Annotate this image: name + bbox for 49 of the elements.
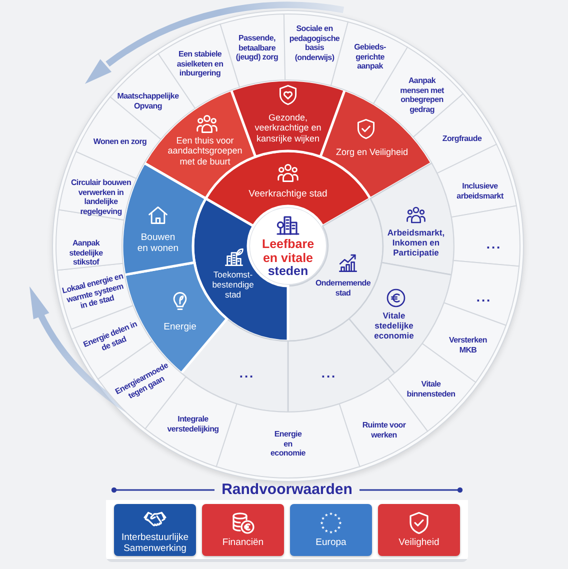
condition-tile: [378, 504, 460, 556]
segment-label: Vitale binnensteden: [406, 379, 456, 399]
segment-label: Een thuis voor aandachtsgroepen met de buurt: [167, 135, 243, 167]
tile-label: Veiligheid: [398, 538, 440, 549]
tile-label: Financiën: [222, 538, 264, 549]
condition-tile: [290, 504, 372, 556]
segment-label: Versterken MKB: [448, 335, 488, 355]
segment-label: Een stabiele asielketen en inburgering: [176, 50, 224, 78]
hub-title: Leefbare en vitale: [262, 238, 314, 266]
condition-tile: [114, 504, 196, 556]
segment-label: Toekomst- bestendige stad: [212, 270, 254, 300]
more-label: ...: [476, 290, 492, 304]
segment-label: Lokaal energie en warmte systeem in de stad: [60, 271, 126, 313]
segment-label: Ondernemende stad: [315, 278, 371, 298]
segment-label: Zorg en Veiligheid: [336, 146, 408, 158]
segment-label: Veerkrachtige stad: [248, 190, 328, 200]
segment-label: Inclusieve arbeidsmarkt: [456, 181, 504, 201]
wheel-segment: [442, 258, 521, 327]
segment-label: Circulair bouwen verwerken in landelijke regelgeving: [70, 178, 132, 216]
wheel-segment: [386, 342, 478, 433]
more-label: ...: [239, 366, 255, 380]
wheel-segment: [449, 204, 522, 268]
segment-label: Energie delen in de stad: [82, 319, 140, 354]
hub-title: steden: [268, 265, 308, 280]
segment-label: Ruimte voor werken: [362, 420, 406, 440]
tile-label: Interbestuurlijke Samenwerking: [121, 532, 189, 554]
segment-label: Integrale verstedelijking: [166, 414, 220, 434]
segment-label: Gezonde, veerkrachtige en kansrijke wijken: [254, 112, 322, 144]
segment-label: Maatschappelijke Opvang: [117, 91, 179, 111]
segment-label: Energie: [163, 322, 197, 334]
segment-label: Aanpak stedelijke stikstof: [69, 238, 103, 268]
segment-label: Passende, betaalbare (jeugd) zorg: [236, 34, 278, 62]
panel-title: Randvoorwaarden: [222, 481, 352, 498]
wheel-segment: [54, 208, 126, 272]
conditions-panel: [106, 481, 468, 562]
segment-label: Wonen en zorg: [93, 137, 147, 147]
more-label: ...: [486, 238, 502, 250]
more-label: ...: [321, 366, 337, 380]
segment-label: Vitale stedelijke economie: [374, 311, 414, 341]
segment-label: Zorgfraude: [442, 134, 482, 144]
segment-label: Gebieds- gerichte aanpak: [354, 42, 386, 72]
segment-label: Energie en economie: [270, 430, 306, 458]
wheel-segment: [435, 142, 518, 219]
segment-label: Arbeidsmarkt, Inkomen en Participatie: [387, 228, 445, 258]
condition-tile: [202, 504, 284, 556]
segment-label: Aanpak mensen met onbegrepen gedrag: [400, 76, 444, 114]
tile-label: Europa: [315, 538, 347, 549]
segment-label: Sociale en pedagogische basis (onderwijs): [289, 24, 340, 62]
segment-label: Bouwen en wonen: [137, 233, 179, 255]
